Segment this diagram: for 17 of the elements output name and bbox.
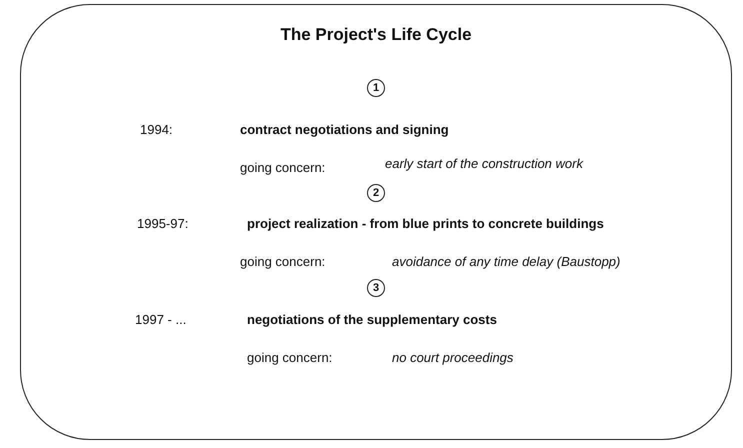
year-label: 1994: (140, 122, 173, 137)
step-number-circle: 1 (367, 79, 385, 97)
step-number-circle: 2 (367, 184, 385, 202)
concern-text: no court proceedings (392, 350, 514, 365)
phase-heading: contract negotiations and signing (240, 122, 449, 137)
phase-heading: negotiations of the supplementary costs (247, 312, 497, 327)
rounded-frame (20, 4, 732, 440)
concern-label: going concern: (240, 254, 326, 269)
concern-text: avoidance of any time delay (Baustopp) (392, 254, 620, 269)
year-label: 1997 - ... (135, 312, 186, 327)
step-number-circle: 3 (367, 279, 385, 297)
phase-heading: project realization - from blue prints to concrete buildings (247, 216, 604, 231)
concern-label: going concern: (240, 160, 326, 175)
frame-heading: The Project's Life Cycle (279, 25, 473, 45)
concern-label: going concern: (247, 350, 332, 365)
concern-text: early start of the construction work (385, 156, 583, 171)
year-label: 1995-97: (137, 216, 188, 231)
